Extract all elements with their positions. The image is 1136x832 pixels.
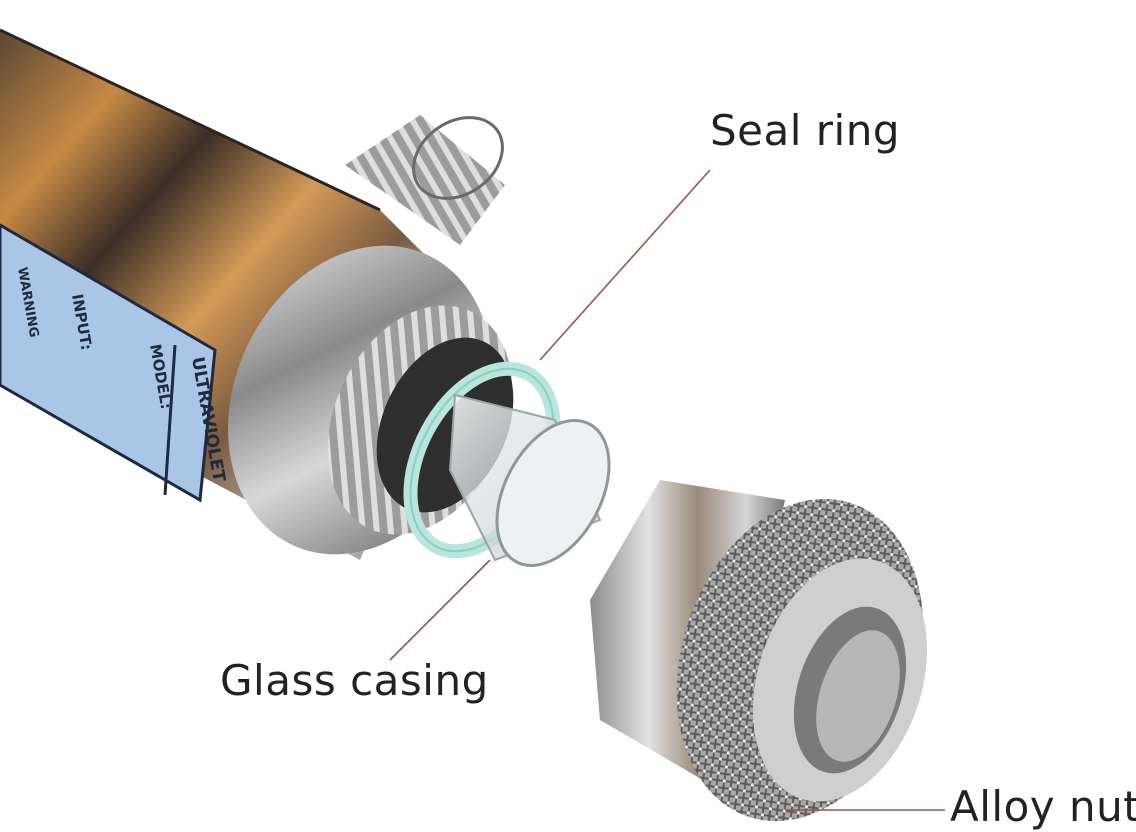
callout-alloy-nut: Alloy nut bbox=[950, 782, 1136, 831]
leader-line-seal-ring bbox=[539, 169, 711, 361]
leader-line-glass-casing bbox=[389, 559, 491, 661]
side-inlet-fitting bbox=[345, 115, 505, 245]
callout-glass-casing: Glass casing bbox=[220, 656, 489, 705]
callout-seal-ring: Seal ring bbox=[710, 106, 900, 155]
product-label-panel: ULTRAVIOLET MODEL: INPUT: WARNING bbox=[0, 223, 229, 503]
alloy-nut bbox=[590, 480, 928, 822]
glass-casing bbox=[448, 393, 611, 567]
